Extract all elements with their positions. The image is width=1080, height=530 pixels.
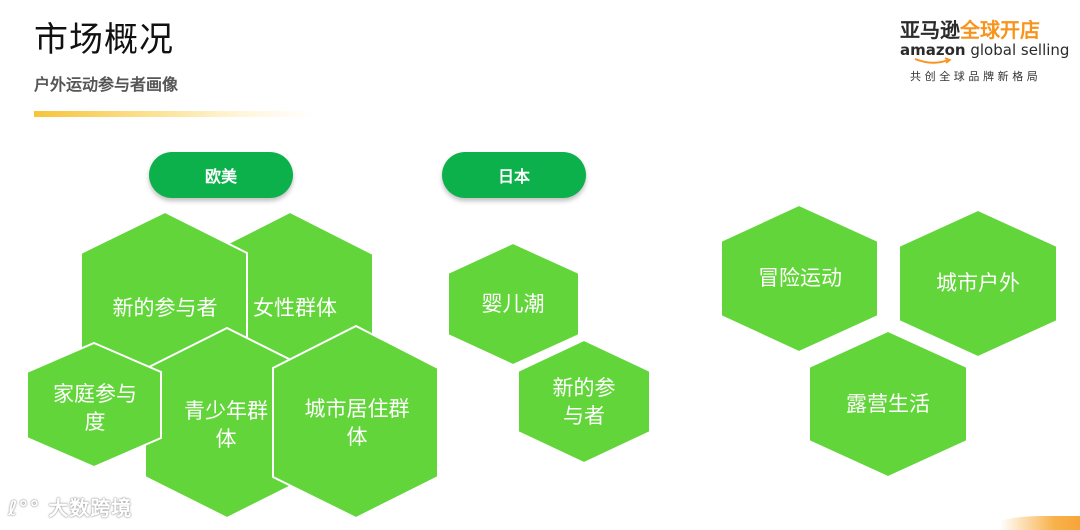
page-title: 市场概况 [34, 20, 174, 60]
amazon-smile-icon [914, 57, 952, 64]
hex-baby-boomers [447, 241, 580, 367]
hex-family [26, 341, 162, 469]
watermark-logo-icon: ℓ°° [8, 496, 41, 520]
logo-cn-amazon: 亚马逊 [900, 18, 960, 42]
hex-urban-residents [272, 324, 439, 520]
logo-en-amazon: amazon [900, 41, 966, 59]
logo-cn: 亚马逊全球开店 [900, 18, 1060, 42]
region-pill-europe-america[interactable]: 欧美 [149, 152, 293, 198]
logo-tagline: 共创全球品牌新格局 [910, 70, 1042, 83]
hex-adventure-sports [720, 203, 879, 354]
hex-new-participants-jp [517, 338, 651, 465]
logo-cn-global: 全球开店 [960, 18, 1040, 42]
page-subtitle: 户外运动参与者画像 [34, 75, 179, 94]
hex-camping-life [808, 329, 968, 479]
region-pill-japan[interactable]: 日本 [442, 152, 586, 198]
logo-en-global-selling: global selling [965, 41, 1070, 59]
watermark: ℓ°° 大数跨境 [8, 492, 132, 521]
amazon-global-selling-logo: 亚马逊全球开店 amazon global selling 共创全球品牌新格局 [900, 18, 1069, 84]
title-accent-bar [34, 111, 314, 117]
logo-en: amazon global selling [900, 41, 1069, 64]
decorative-swoosh [1000, 516, 1080, 530]
watermark-text: 大数跨境 [48, 496, 133, 520]
hex-urban-outdoor [898, 208, 1058, 359]
